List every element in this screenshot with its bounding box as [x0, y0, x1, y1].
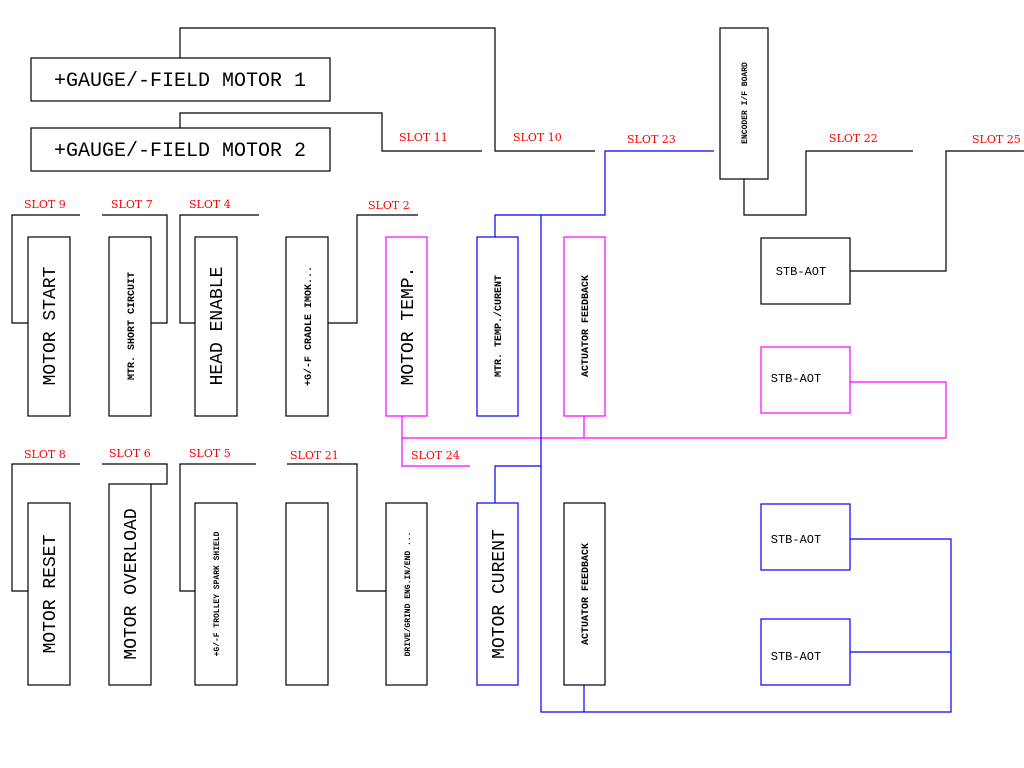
module-motor-reset: MOTOR RESET [27, 502, 71, 686]
encoder-label: ENCODER I/F BOARD [741, 62, 750, 144]
black-wires [11, 27, 1024, 592]
cradle-imok-label: +G/-F CRADLE IMOK... [303, 266, 315, 386]
wire-trolley-slot5 [179, 463, 256, 592]
slot6-label: SLOT 6 [109, 447, 151, 460]
stb-aot-box-3: STB-AOT [760, 503, 851, 571]
magenta-wires [401, 381, 947, 467]
wire-encoder-slot22 [743, 150, 913, 216]
blue-wires [494, 150, 952, 713]
encoder-box: ENCODER I/F BOARD [719, 27, 769, 180]
slot23-label: SLOT 23 [627, 133, 676, 146]
motor-curent-label: MOTOR CURENT [490, 529, 510, 659]
motor-start-label: MOTOR START [41, 266, 61, 385]
wire-motor-start-slot9 [11, 214, 80, 324]
slot-labels: SLOT 11 SLOT 10 SLOT 23 SLOT 22 SLOT 25 … [24, 131, 1021, 462]
wire-motor1-slot10 [179, 27, 595, 152]
wire-overload-slot6 [102, 463, 168, 485]
slot7-label: SLOT 7 [111, 198, 153, 211]
slot2-label: SLOT 2 [368, 199, 410, 212]
slot5-label: SLOT 5 [189, 447, 231, 460]
module-trolley-spark-shield: +G/-F TROLLEY SPARK SHIELD [194, 502, 238, 686]
module-actuator-feedback-1: ACTUATOR FEEDBACK [563, 236, 606, 417]
wire-drive-slot21 [287, 463, 386, 592]
module-motor-curent: MOTOR CURENT [476, 502, 519, 686]
trolley-spark-shield-label: +G/-F TROLLEY SPARK SHIELD [213, 531, 222, 656]
head-enable-label: HEAD ENABLE [208, 267, 228, 386]
wire-blue-bus [540, 215, 952, 713]
stb-aot-box-2: STB-AOT [760, 346, 851, 414]
wire-short-circuit-slot7 [102, 214, 168, 324]
slot22-label: SLOT 22 [829, 132, 878, 145]
wire-temp-curent-slot23 [494, 150, 714, 237]
motor2-box: +GAUGE/-FIELD MOTOR 2 [30, 127, 331, 172]
stb-aot-4-label: STB-AOT [771, 650, 821, 664]
stb-aot-2-label: STB-AOT [771, 372, 821, 386]
wire-motor2-slot11 [179, 112, 482, 152]
module-motor-overload: MOTOR OVERLOAD [108, 483, 152, 686]
stb-aot-1-label: STB-AOT [776, 265, 826, 279]
wire-stbaot2-bus [402, 381, 947, 439]
mtr-short-circuit-label: MTR. SHORT CIRCUIT [127, 272, 138, 380]
slot11-label: SLOT 11 [399, 131, 448, 144]
stb-aot-3-label: STB-AOT [771, 533, 821, 547]
slot9-label: SLOT 9 [24, 198, 66, 211]
drive-grind-label: DRIVE/GRIND ENG.IN/END ... [404, 532, 413, 657]
wire-motor-reset-slot8 [11, 463, 80, 592]
wire-head-enable-slot4 [179, 214, 259, 324]
module-actuator-feedback-2: ACTUATOR FEEDBACK [563, 502, 606, 686]
slot8-label: SLOT 8 [24, 448, 66, 461]
slot24-label: SLOT 24 [411, 449, 460, 462]
module-motor-temp: MOTOR TEMP. [385, 236, 428, 417]
stb-aot-box-4: STB-AOT [760, 618, 851, 686]
actuator-feedback-2-label: ACTUATOR FEEDBACK [581, 543, 592, 645]
module-mtr-short-circuit: MTR. SHORT CIRCUIT [108, 236, 152, 417]
motor-overload-label: MOTOR OVERLOAD [122, 508, 142, 659]
module-mtr-temp-curent: MTR. TEMP./CURENT [476, 236, 519, 417]
wire-stbaot1-slot25 [850, 150, 1024, 272]
module-head-enable: HEAD ENABLE [194, 236, 238, 417]
module-cradle-imok: +G/-F CRADLE IMOK... [285, 236, 329, 417]
mtr-temp-curent-label: MTR. TEMP./CURENT [493, 275, 505, 377]
actuator-feedback-1-label: ACTUATOR FEEDBACK [581, 275, 592, 377]
module-motor-start: MOTOR START [27, 236, 71, 417]
wire-motor-curent-bus [494, 465, 541, 503]
motor1-box: +GAUGE/-FIELD MOTOR 1 [30, 57, 331, 102]
motor1-label: +GAUGE/-FIELD MOTOR 1 [54, 70, 306, 93]
wire-cradle-slot2 [328, 214, 418, 324]
slot25-label: SLOT 25 [972, 133, 1021, 146]
slot4-label: SLOT 4 [189, 198, 231, 211]
motor-reset-label: MOTOR RESET [41, 534, 61, 653]
motor2-label: +GAUGE/-FIELD MOTOR 2 [54, 140, 306, 163]
module-drive-grind: DRIVE/GRIND ENG.IN/END ... [385, 502, 428, 686]
motor-temp-label: MOTOR TEMP. [399, 267, 419, 386]
wire-motor-temp-slot24 [401, 416, 470, 467]
slot21-label: SLOT 21 [290, 449, 339, 462]
slot10-label: SLOT 10 [513, 131, 562, 144]
stb-aot-box-1: STB-AOT [760, 237, 851, 305]
module-blank [285, 502, 329, 686]
